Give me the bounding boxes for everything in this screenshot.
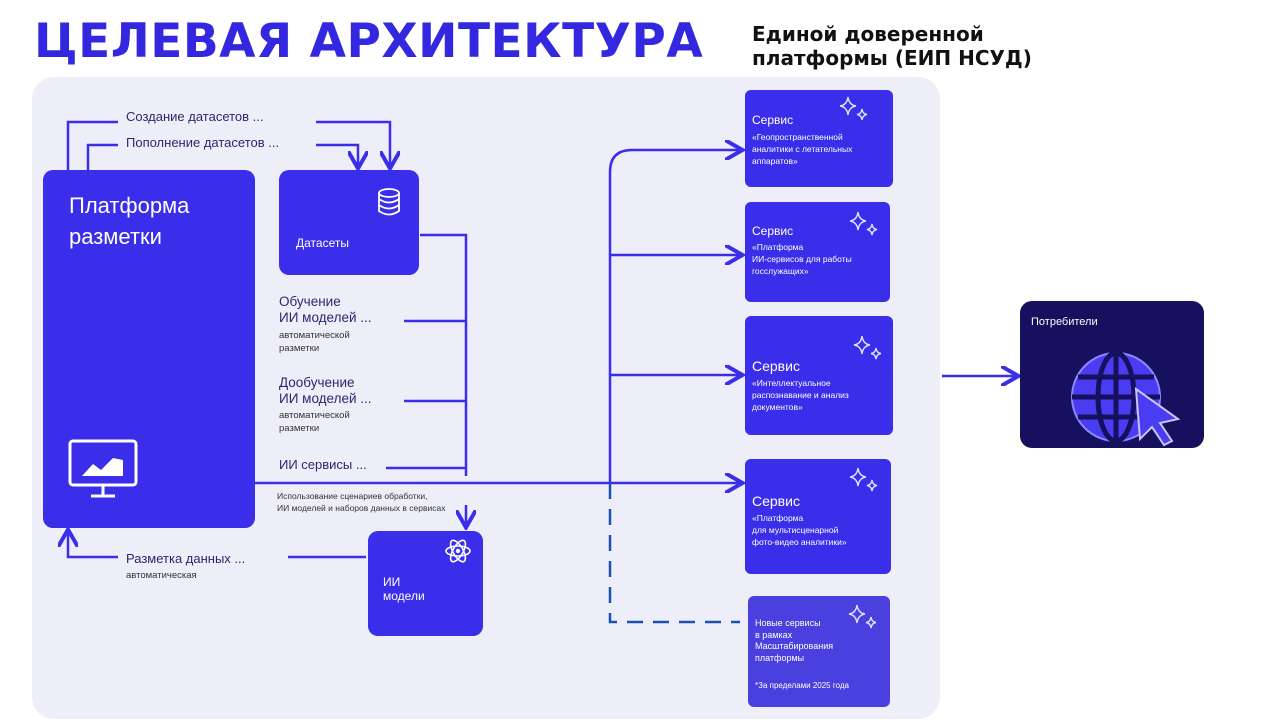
new-services-line-2: в рамках [755, 629, 793, 640]
service-card-1: Сервис «Геопространственной аналитики с … [745, 90, 893, 187]
datasets-label: Датасеты [296, 236, 349, 250]
flow-training-sub-line-1: автоматической [279, 330, 350, 341]
service-card-3-line-3: документов» [752, 402, 803, 412]
service-card-2-line-2: ИИ-сервисов для работы [752, 254, 852, 264]
platform-markup-box: Платформа разметки [43, 170, 255, 528]
platform-label-line-1: Платформа [69, 193, 190, 218]
flow-replenish-datasets: Пополнение датасетов ... [126, 135, 280, 150]
datasets-box: Датасеты [279, 170, 419, 275]
consumers-box: Потребители [1020, 301, 1204, 448]
flow-finetune-sub: автоматической разметки [279, 409, 350, 435]
flow-finetune-line-2: ИИ моделей ... [279, 391, 372, 406]
service-card-3: Сервис «Интеллектуальное распознавание и… [745, 316, 893, 435]
flow-finetune-sub-line-1: автоматической [279, 410, 350, 421]
monitor-chart-icon [68, 439, 138, 498]
service-card-1-line-2: аналитики с летательных [752, 144, 853, 154]
consumers-label: Потребители [1031, 316, 1098, 328]
flow-training: Обучение ИИ моделей ... [279, 294, 372, 326]
flow-finetune-line-1: Дообучение [279, 375, 355, 390]
service-card-1-line-1: «Геопространственной [752, 132, 843, 142]
service-card-4-line-3: фото-видео аналитики» [752, 537, 847, 547]
platform-label: Платформа разметки [69, 190, 189, 252]
flow-finetune: Дообучение ИИ моделей ... [279, 375, 372, 407]
subtitle-line-1: Единой доверенной [752, 22, 984, 46]
sparkle-icon [849, 211, 878, 236]
atom-icon [445, 539, 471, 563]
service-card-2-heading: Сервис [752, 224, 794, 238]
service-card-2-desc: «Платформа ИИ-сервисов для работы госслу… [752, 241, 852, 277]
page-title: ЦЕЛЕВАЯ АРХИТЕКТУРА [34, 14, 704, 69]
sparkle-icon [853, 335, 882, 360]
new-services-line-4: платформы [755, 652, 805, 663]
sparkle-icon [848, 604, 877, 629]
service-card-4: Сервис «Платформа для мультисценарной фо… [745, 459, 891, 574]
service-card-3-desc: «Интеллектуальное распознавание и анализ… [752, 377, 849, 413]
flow-training-sub-line-2: разметки [279, 343, 320, 354]
service-card-4-line-2: для мультисценарной [752, 525, 839, 535]
new-services-line-3: Масштабирования [755, 641, 834, 651]
sparkle-icon [849, 467, 878, 492]
flow-data-markup: Разметка данных ... [126, 551, 246, 566]
service-card-1-desc: «Геопространственной аналитики с летател… [752, 131, 852, 167]
flow-usage-line-1: Использование сценариев обработки, [277, 491, 428, 501]
service-card-1-line-3: аппаратов» [752, 156, 798, 166]
new-services-desc: Новые сервисы в рамках Масштабирования п… [755, 618, 833, 664]
new-services-line-1: Новые сервисы [755, 618, 821, 628]
flow-training-line-2: ИИ моделей ... [279, 310, 372, 325]
new-services-note: *За пределами 2025 года [755, 681, 849, 690]
service-card-3-heading: Сервис [752, 358, 800, 374]
flow-finetune-sub-line-2: разметки [279, 423, 320, 434]
service-card-2-line-3: госслужащих» [752, 266, 809, 276]
flow-training-line-1: Обучение [279, 294, 341, 309]
service-card-4-desc: «Платформа для мультисценарной фото-виде… [752, 512, 847, 548]
service-card-2: Сервис «Платформа ИИ-сервисов для работы… [745, 202, 890, 302]
ai-models-box: ИИ модели [368, 531, 483, 636]
service-card-1-heading: Сервис [752, 113, 794, 127]
flow-training-sub: автоматической разметки [279, 329, 350, 355]
database-icon [378, 188, 400, 216]
flow-usage-note: Использование сценариев обработки, ИИ мо… [277, 490, 446, 514]
page-subtitle: Единой доверенной платформы (ЕИП НСУД) [752, 22, 1032, 70]
ai-models-label: ИИ модели [383, 575, 425, 603]
flow-ai-services: ИИ сервисы ... [279, 457, 367, 472]
service-card-3-line-2: распознавание и анализ [752, 390, 849, 400]
ai-models-label-line-1: ИИ [383, 575, 401, 589]
ai-models-label-line-2: модели [383, 589, 425, 603]
new-services-card: Новые сервисы в рамках Масштабирования п… [748, 596, 890, 707]
globe-cursor-icon [1071, 350, 1181, 447]
platform-label-line-2: разметки [69, 224, 162, 249]
service-card-4-line-1: «Платформа [752, 513, 804, 523]
service-card-4-heading: Сервис [752, 493, 800, 509]
service-card-2-line-1: «Платформа [752, 242, 804, 252]
flow-data-markup-sub: автоматическая [126, 570, 197, 581]
flow-usage-line-2: ИИ моделей и наборов данных в сервисах [277, 503, 446, 513]
flow-create-datasets: Создание датасетов ... [126, 109, 264, 124]
service-card-3-line-1: «Интеллектуальное [752, 378, 831, 388]
sparkle-icon [839, 96, 868, 121]
subtitle-line-2: платформы (ЕИП НСУД) [752, 46, 1032, 70]
